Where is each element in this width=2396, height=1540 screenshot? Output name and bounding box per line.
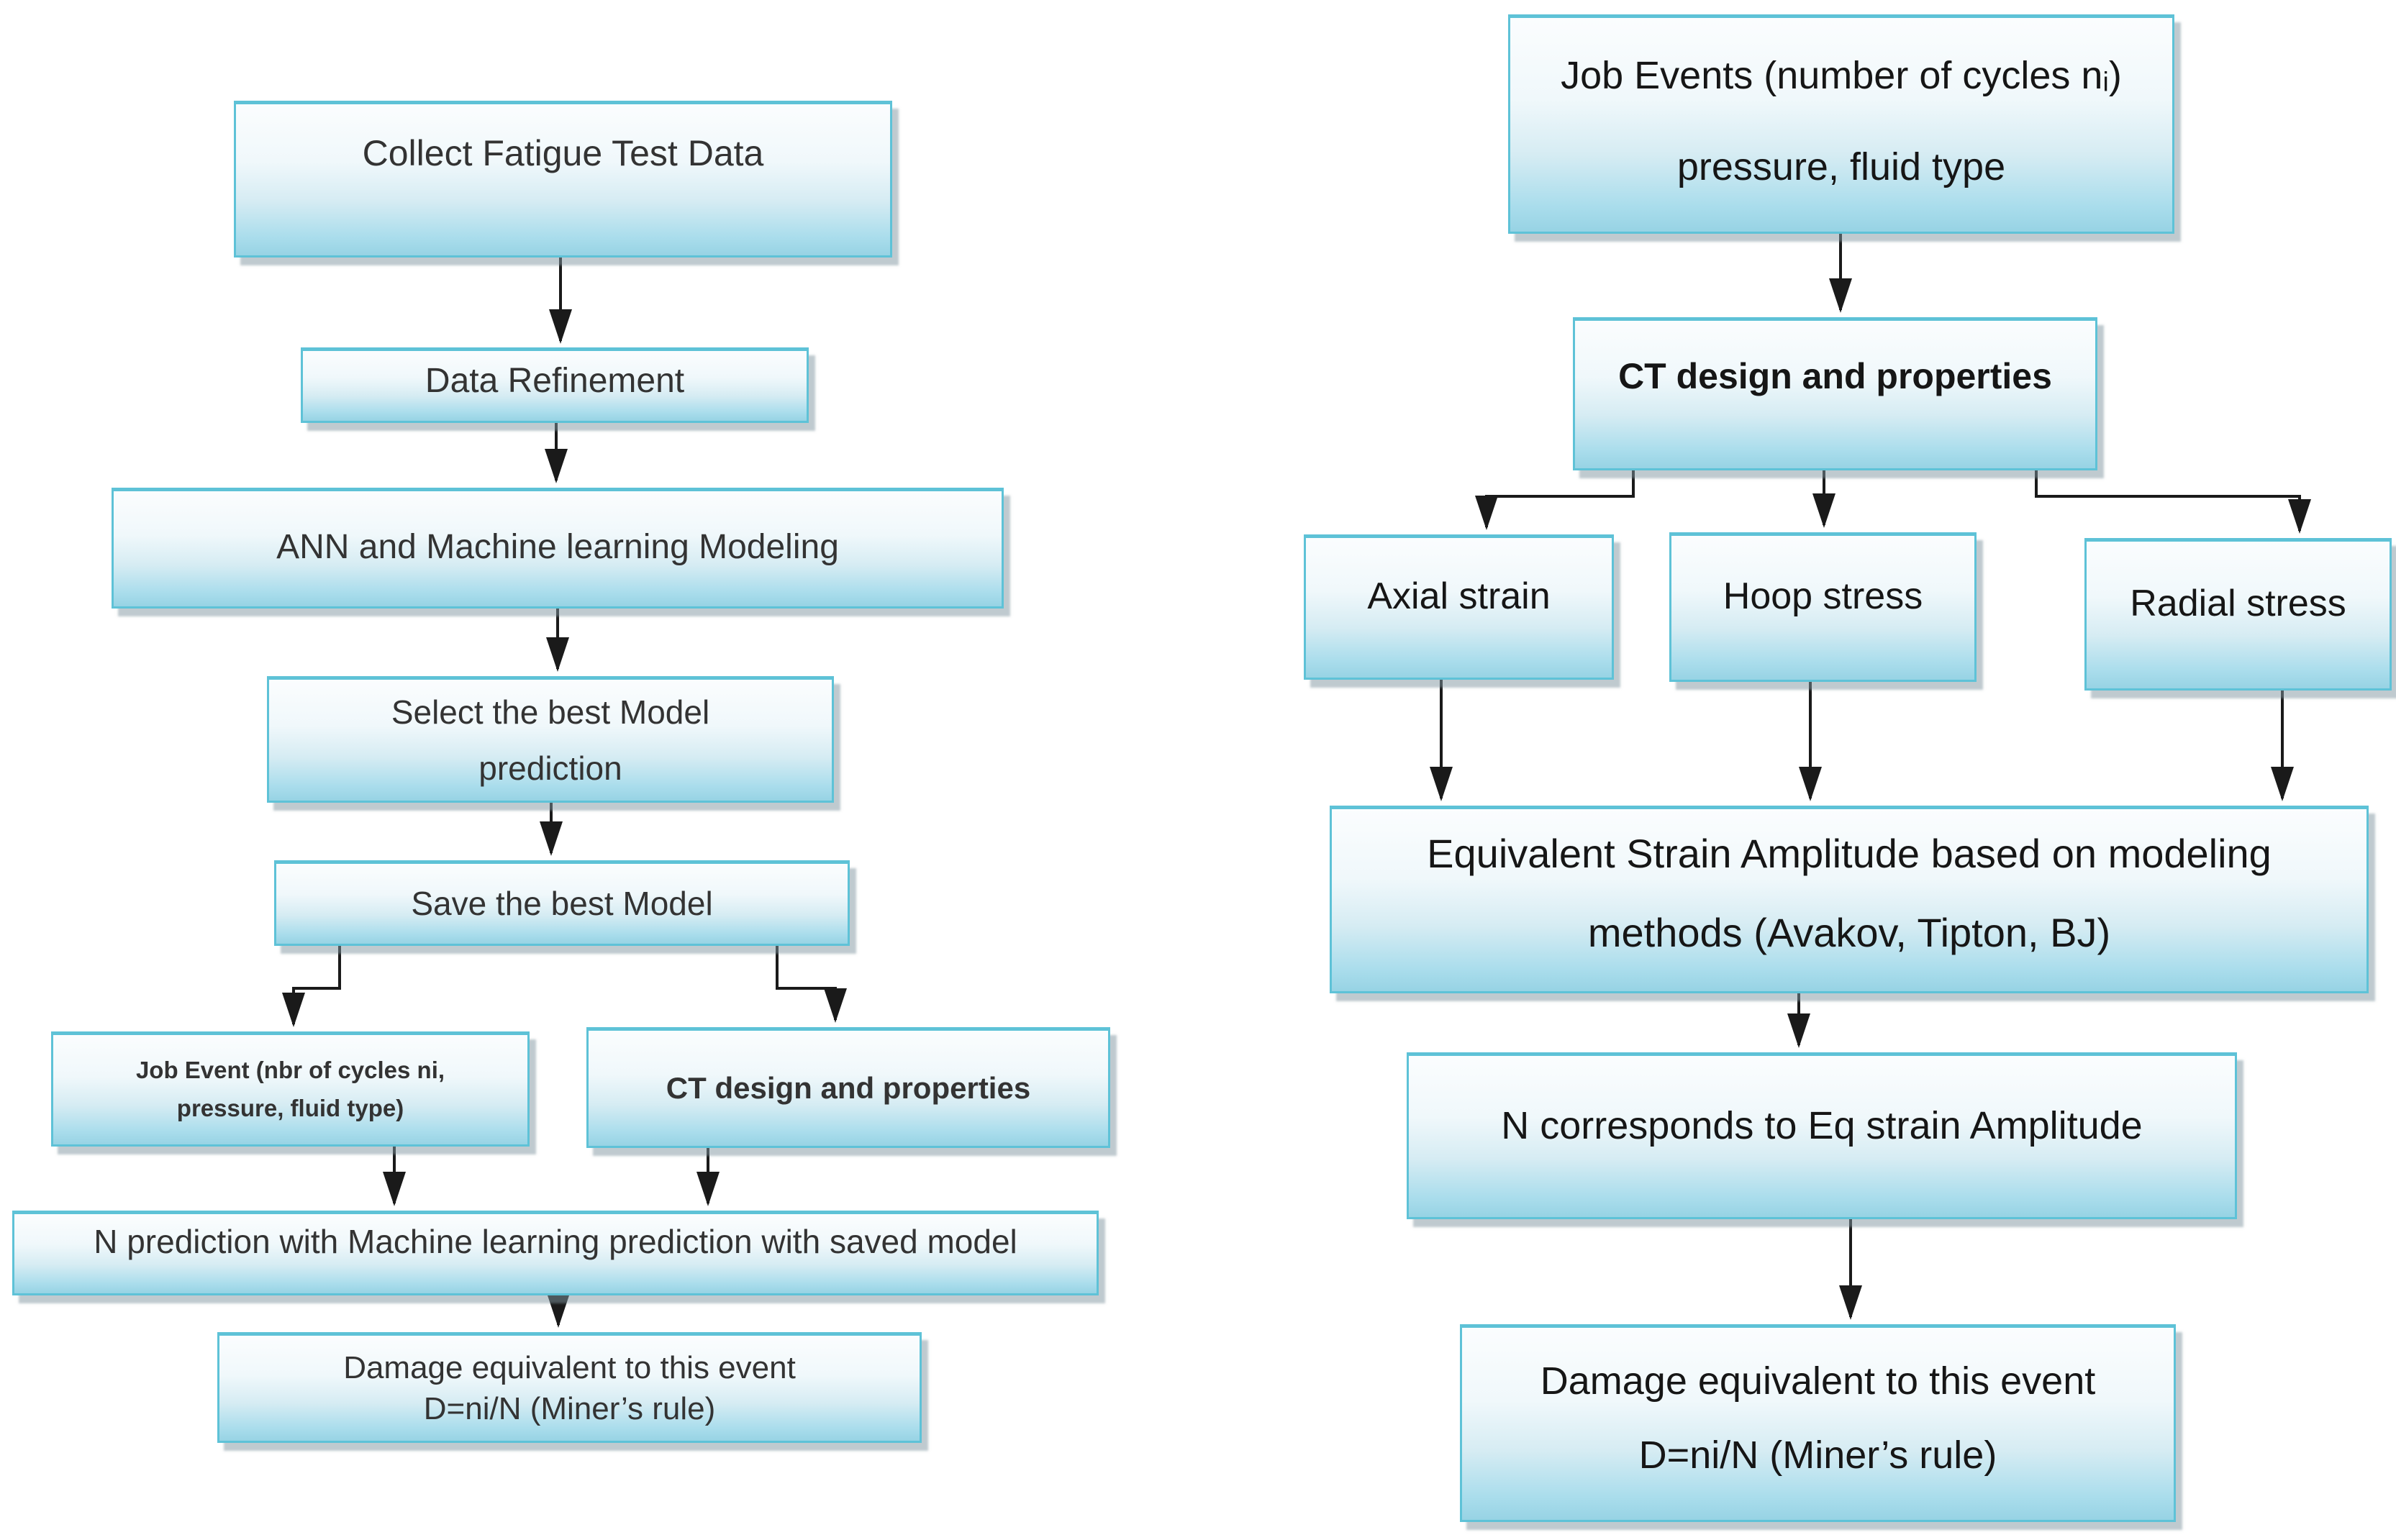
node-label: Save the best Model xyxy=(411,885,713,923)
node-label: Collect Fatigue Test Data xyxy=(362,133,764,173)
node-label: Job Event (nbr of cycles ni, xyxy=(135,1057,445,1084)
flowchart-node-ct-design-right: CT design and properties xyxy=(1573,317,2097,470)
flowchart-node-damage-right: Damage equivalent to this event D=ni/N (… xyxy=(1460,1324,2176,1522)
node-label: D=ni/N (Miner’s rule) xyxy=(423,1391,716,1426)
node-label: Radial stress xyxy=(2130,583,2346,625)
node-label: Select the best Model xyxy=(391,693,710,731)
node-label: ANN and Machine learning Modeling xyxy=(276,528,839,566)
flowchart-node-collect-fatigue-test-data: Collect Fatigue Test Data xyxy=(234,101,892,258)
connector-ctdesign-to-axial xyxy=(1475,470,1635,530)
node-label: Damage equivalent to this event xyxy=(1540,1359,2096,1403)
node-label: Axial strain xyxy=(1367,575,1551,618)
node-label: methods (Avakov, Tipton, BJ) xyxy=(1587,909,2111,955)
flowchart-node-select-best-model: Select the best Model prediction xyxy=(267,676,834,803)
node-label: Equivalent Strain Amplitude based on mod… xyxy=(1427,831,2272,877)
flowchart-node-job-events: Job Events (number of cycles nᵢ) pressur… xyxy=(1508,14,2174,234)
node-label: pressure, fluid type xyxy=(1676,145,2006,188)
node-label: Damage equivalent to this event xyxy=(343,1349,796,1385)
connector-save-to-jobevent xyxy=(282,946,341,1027)
node-label: pressure, fluid type) xyxy=(176,1095,404,1121)
node-label: prediction xyxy=(478,750,622,787)
node-label: CT design and properties xyxy=(1618,355,2052,396)
flowchart-node-hoop-stress: Hoop stress xyxy=(1669,532,1977,682)
flowchart-node-axial-strain: Axial strain xyxy=(1304,534,1614,680)
flowchart-node-damage-left: Damage equivalent to this event D=ni/N (… xyxy=(217,1332,922,1443)
flowchart-node-data-refinement: Data Refinement xyxy=(301,347,809,423)
node-label: N prediction with Machine learning predi… xyxy=(94,1223,1017,1260)
connector-ctdesign-to-radial xyxy=(2035,470,2311,534)
flowchart-node-job-event: Job Event (nbr of cycles ni, pressure, f… xyxy=(51,1031,530,1147)
node-label: Job Events (number of cycles nᵢ) xyxy=(1561,53,2122,97)
flowchart-node-equivalent-strain: Equivalent Strain Amplitude based on mod… xyxy=(1330,806,2369,993)
flowchart-node-ct-design-left: CT design and properties xyxy=(586,1027,1110,1148)
flowchart-node-n-corresponds: N corresponds to Eq strain Amplitude xyxy=(1407,1052,2237,1219)
node-label: Data Refinement xyxy=(425,361,685,400)
flowchart-node-n-prediction: N prediction with Machine learning predi… xyxy=(12,1211,1099,1295)
flowchart-node-save-best-model: Save the best Model xyxy=(274,860,850,946)
flowchart-node-radial-stress: Radial stress xyxy=(2084,538,2392,691)
flowchart-node-ann-ml-modeling: ANN and Machine learning Modeling xyxy=(112,488,1004,609)
node-label: N corresponds to Eq strain Amplitude xyxy=(1501,1103,2143,1147)
node-label: Hoop stress xyxy=(1723,575,1923,618)
connector-save-to-ctdesign xyxy=(776,946,847,1023)
node-label: D=ni/N (Miner’s rule) xyxy=(1638,1433,1997,1477)
node-label: CT design and properties xyxy=(666,1070,1031,1105)
